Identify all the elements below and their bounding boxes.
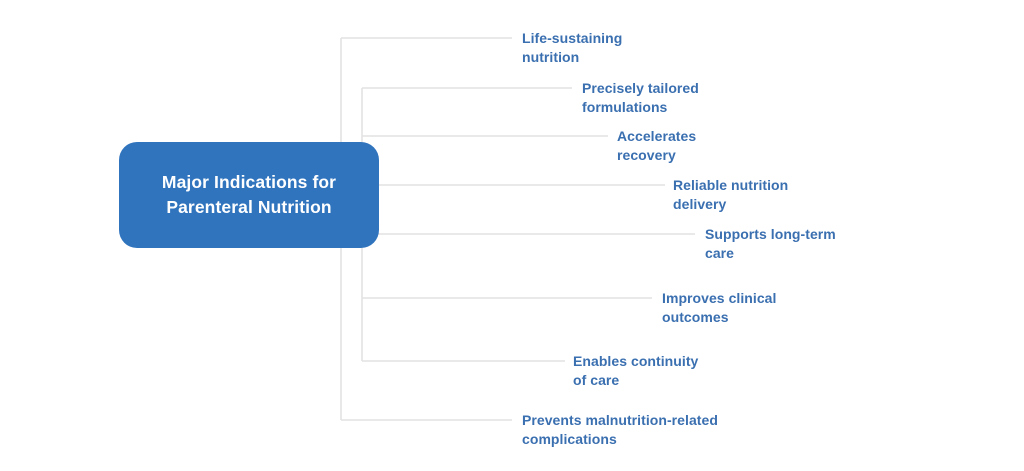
leaf-line2: outcomes: [662, 308, 729, 325]
leaf-line1: Supports long-term: [705, 226, 836, 242]
leaf-line2: of care: [573, 371, 620, 388]
leaf-label-life-sustaining-nutrition[interactable]: Life-sustaining nutrition: [522, 29, 622, 66]
leaf-label-prevents-malnutrition-complications[interactable]: Prevents malnutrition-related complicati…: [522, 411, 718, 448]
leaf-line1: Precisely tailored: [582, 80, 699, 96]
center-node-title-line2: Parenteral Nutrition: [166, 197, 332, 217]
leaf-line1: Accelerates: [617, 128, 697, 144]
center-node[interactable]: Major Indications for Parenteral Nutriti…: [119, 142, 379, 248]
leaf-label-improves-clinical-outcomes[interactable]: Improves clinical outcomes: [662, 289, 776, 326]
leaf-line2: nutrition: [522, 48, 580, 65]
leaf-line2: care: [705, 244, 735, 261]
leaf-label-precisely-tailored-formulations[interactable]: Precisely tailored formulations: [582, 79, 699, 116]
leaf-label-supports-long-term-care[interactable]: Supports long-term care: [705, 225, 836, 262]
leaf-label-accelerates-recovery[interactable]: Accelerates recovery: [617, 127, 696, 164]
leaf-line2: recovery: [617, 146, 676, 163]
center-node-title-line1: Major Indications for: [161, 172, 337, 192]
leaf-line2: delivery: [673, 195, 727, 212]
leaf-label-enables-continuity-of-care[interactable]: Enables continuity of care: [573, 352, 698, 389]
leaf-line1: Improves clinical: [662, 290, 777, 306]
leaf-line1: Life-sustaining: [522, 30, 623, 46]
leaf-line2: formulations: [582, 98, 668, 115]
leaf-line1: Prevents malnutrition-related: [522, 412, 718, 428]
leaf-line1: Enables continuity: [573, 353, 699, 369]
leaf-label-reliable-nutrition-delivery[interactable]: Reliable nutrition delivery: [673, 176, 788, 213]
leaf-line1: Reliable nutrition: [673, 177, 789, 193]
leaf-line2: complications: [522, 430, 617, 447]
